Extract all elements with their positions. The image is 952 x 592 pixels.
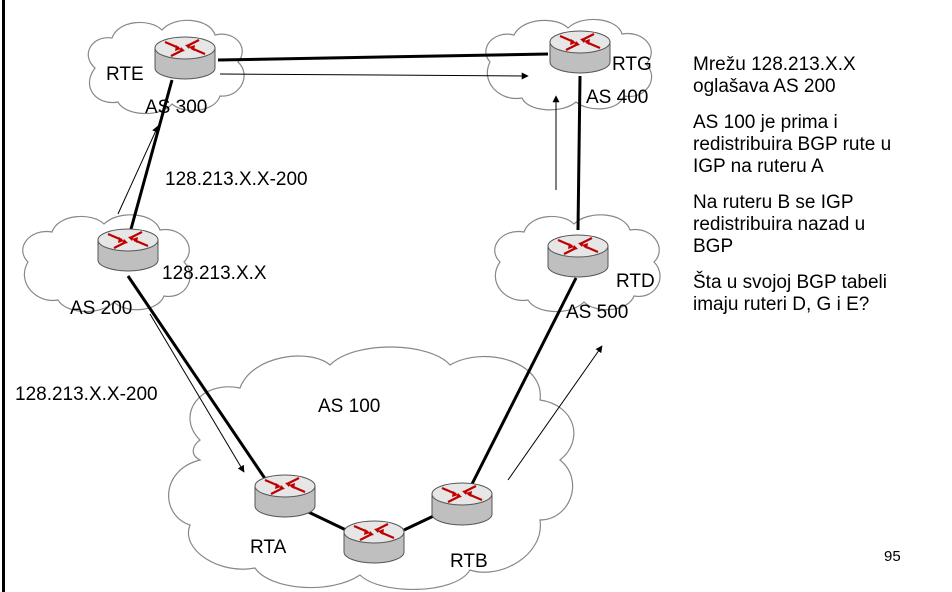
router-rte-label: RTE xyxy=(106,64,144,85)
side-text-item: Šta u svojoj BGP tabeli imaju ruteri D, … xyxy=(693,272,887,315)
router-rtc-icon xyxy=(342,519,406,565)
router-rtb-label: RTB xyxy=(450,551,488,572)
as300-label: AS 300 xyxy=(145,97,207,118)
side-text-item: Mrežu 128.213.X.X oglašava AS 200 xyxy=(693,54,856,97)
side-text: Mrežu 128.213.X.X oglašava AS 200 AS 100… xyxy=(693,54,952,330)
network-label: 128.213.X.X xyxy=(162,263,267,284)
as400-label: AS 400 xyxy=(586,87,648,108)
router-rta-label: RTA xyxy=(250,537,287,558)
side-text-item: AS 100 je prima i redistribuira BGP rute… xyxy=(693,112,892,177)
router-rte-icon xyxy=(153,35,217,81)
slide-border xyxy=(2,0,5,592)
router-rtd-icon xyxy=(546,233,610,279)
page-number: 95 xyxy=(884,548,901,565)
route-label-upper: 128.213.X.X-200 xyxy=(165,169,308,190)
route-label-lower: 128.213.X.X-200 xyxy=(15,384,158,405)
router-rtd-label: RTD xyxy=(616,271,655,292)
as200-label: AS 200 xyxy=(70,298,132,319)
cloud-as100 xyxy=(168,346,575,590)
side-text-item: Na ruteru B se IGP redistribuira nazad u… xyxy=(693,192,866,257)
as100-label: AS 100 xyxy=(318,396,380,417)
router-as200-icon xyxy=(96,227,160,273)
router-rtg-icon xyxy=(548,29,612,75)
router-rtb-icon xyxy=(430,481,494,527)
router-rta-icon xyxy=(253,473,317,519)
as500-label: AS 500 xyxy=(566,302,628,323)
router-rtg-label: RTG xyxy=(612,54,652,75)
